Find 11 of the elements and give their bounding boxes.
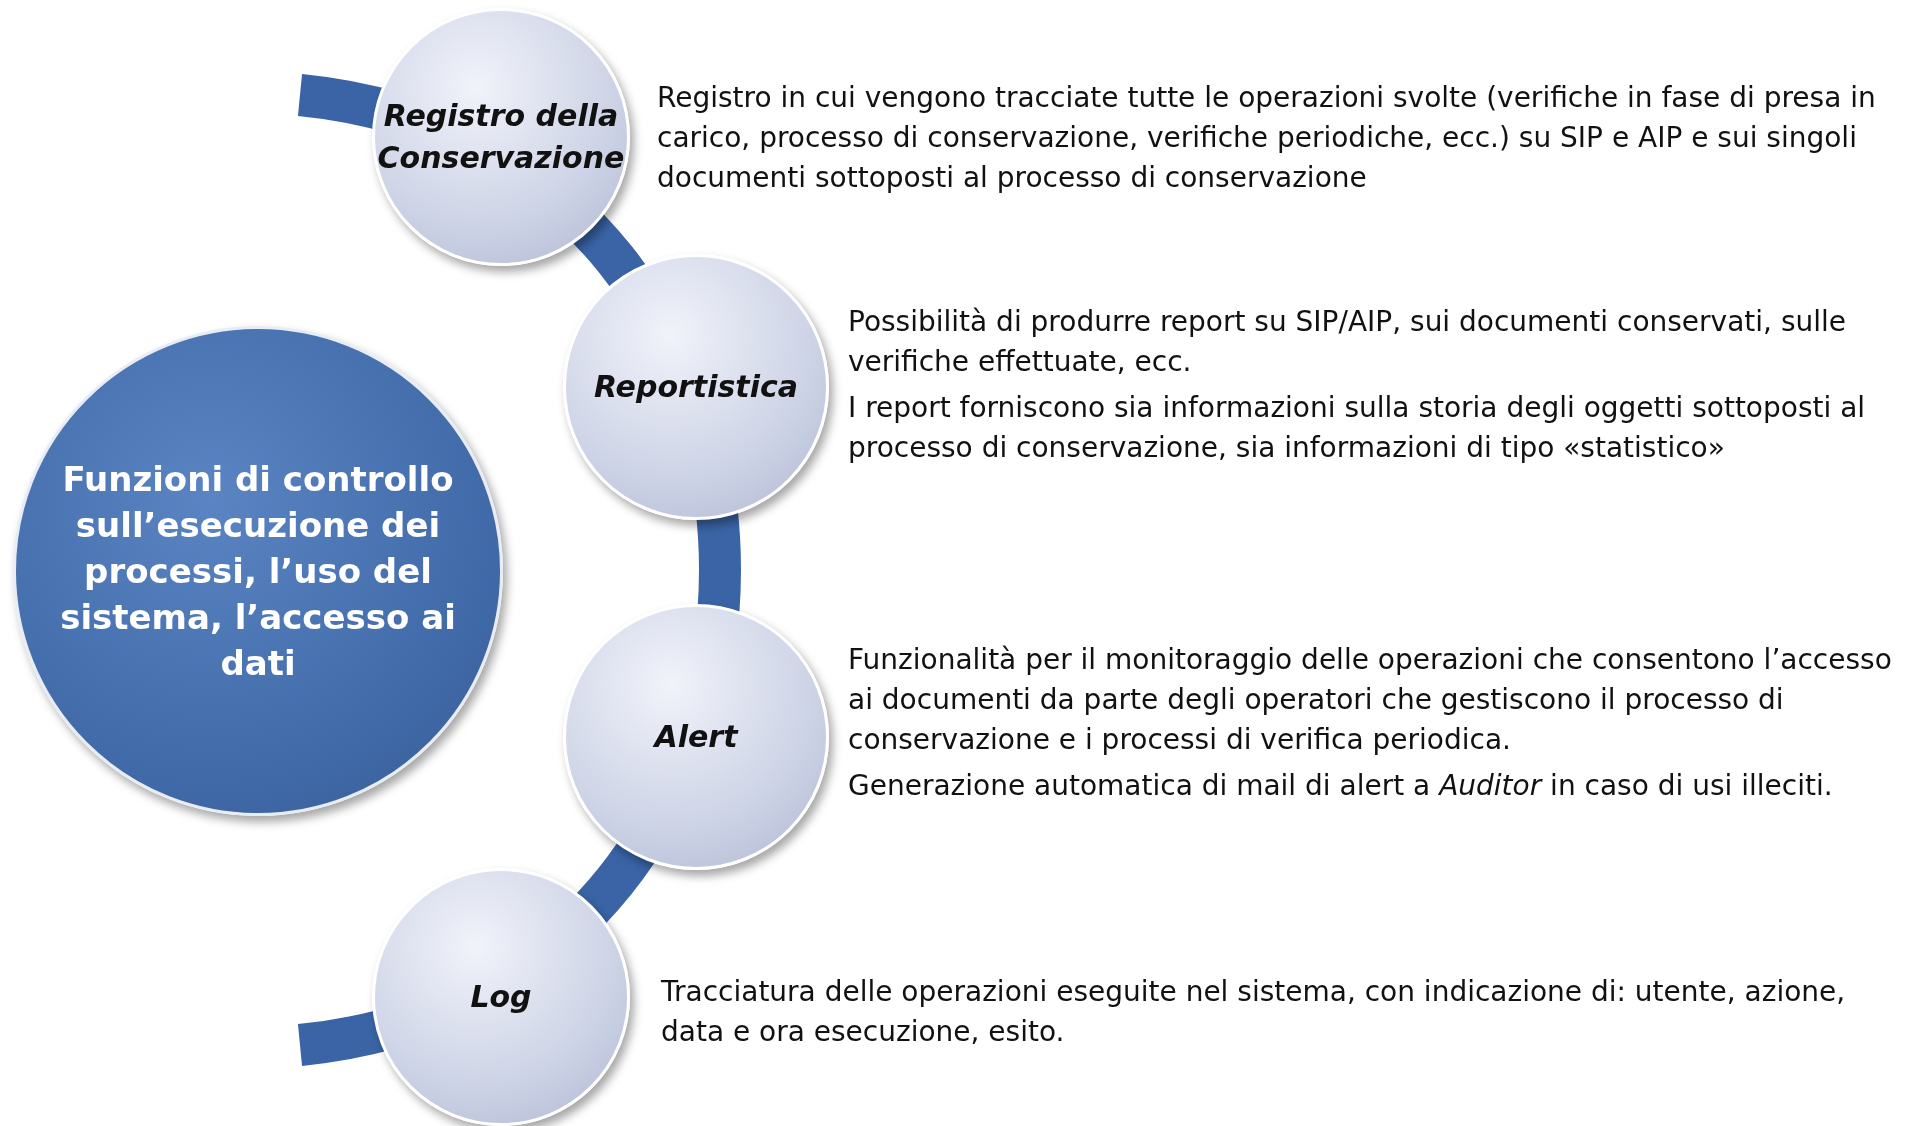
circle-label: Alert xyxy=(651,718,740,756)
description-text: Generazione automatica di mail di alert a Auditor in caso di usi illeciti. xyxy=(848,768,1834,804)
circle-label: Log xyxy=(469,978,533,1016)
description-text: I report forniscono sia informazioni sulla storia degli oggetti sottoposti al processo di conservazione, sia informazioni di tipo «statistico» xyxy=(848,390,1867,466)
description-text: Registro in cui vengono tracciate tutte le operazioni svolte (verifiche in fase di presa in carico, processo di conservazione, verifiche periodiche, ecc.) su SIP e AIP e sui singoli documenti sottoposti al processo di conservazione xyxy=(657,80,1877,196)
circle-label: Registro della Conservazione xyxy=(376,97,626,177)
description-text: Funzionalità per il monitoraggio delle operazioni che consentono l’accesso ai documenti da parte degli operatori che gestiscono il processo di conservazione e i processi di verifica periodica. xyxy=(848,642,1893,758)
circle-label: Reportistica xyxy=(593,368,799,406)
description-text: Tracciatura delle operazioni eseguite nel sistema, con indicazione di: utente, azione, data e ora esecuzione, esito. xyxy=(661,974,1847,1050)
description-text: Possibilità di produrre report su SIP/AIP, sui documenti conservati, sulle verifiche effettuate, ecc. xyxy=(848,304,1847,380)
circle-label: Funzioni di controllo sull’esecuzione dei processi, l’uso del sistema, l’accesso ai dati xyxy=(59,458,457,685)
